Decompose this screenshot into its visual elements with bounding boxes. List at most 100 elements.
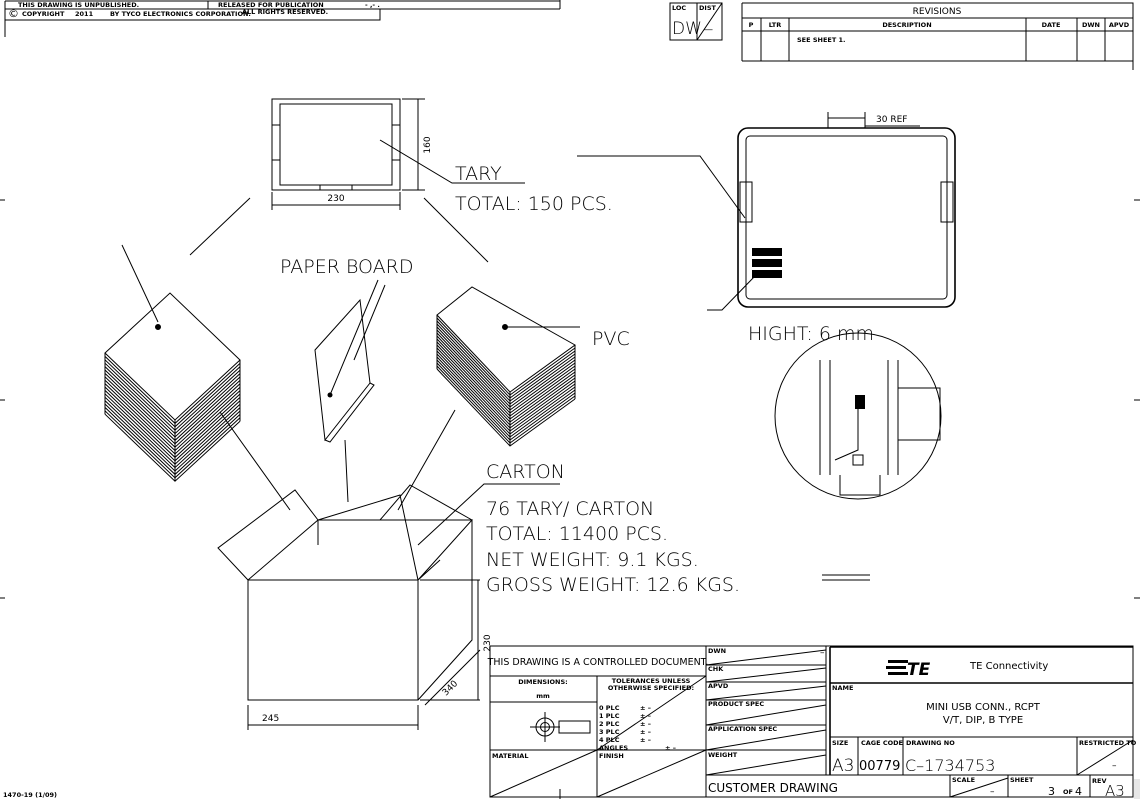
size-value: A3 <box>832 756 854 776</box>
tolerance-value: ± – <box>640 720 651 728</box>
dimensions-unit: mm <box>536 692 550 700</box>
scale-value: – <box>990 787 995 797</box>
te-logo-text: TE <box>907 660 931 680</box>
company-name: TE Connectivity <box>969 661 1048 672</box>
controlled-doc: THIS DRAWING IS A CONTROLLED DOCUMENT. <box>487 657 709 668</box>
copyright-symbol: © <box>8 7 19 20</box>
col-apvd: APVD <box>1109 21 1130 29</box>
tolerances-label-2: OTHERWISE SPECIFIED: <box>608 684 694 692</box>
copyright-year: 2011 <box>75 10 94 18</box>
dwn-label: DWN <box>708 647 726 655</box>
tray-width-dim: 230 <box>327 194 344 204</box>
unpublished-text: THIS DRAWING IS UNPUBLISHED. <box>18 1 139 9</box>
left-stack <box>104 292 241 482</box>
restricted-value: – <box>1112 761 1117 771</box>
copyright-text: COPYRIGHT <box>22 10 65 18</box>
stack-layers <box>436 286 576 447</box>
material-label: MATERIAL <box>492 752 528 760</box>
cage-value: 00779 <box>859 759 900 774</box>
carton-label: CARTON <box>486 461 565 483</box>
tolerance-rows: 0 PLC ± – 1 PLC ± – 2 PLC ± – 3 PLC ± – 4 PLC ± – <box>599 704 651 744</box>
box-height-dim: 230 <box>483 634 493 651</box>
application-spec-label: APPLICATION SPEC <box>708 725 777 733</box>
tray-top-view: 230 160 TARY TOTAL: 150 PCS. <box>271 98 613 215</box>
col-ltr: LTR <box>769 21 782 29</box>
pvc-label: PVC <box>592 328 630 350</box>
angles-label: ANGLES <box>599 744 628 752</box>
paper-board: PAPER BOARD <box>280 256 414 443</box>
tolerance-label: 0 PLC <box>599 704 620 712</box>
col-dwn: DWN <box>1082 21 1100 29</box>
tolerance-label: 4 PLC <box>599 736 620 744</box>
form-number: 1470-19 (1/09) <box>3 791 57 799</box>
dimensions-label: DIMENSIONS: <box>518 678 568 686</box>
col-p: P <box>749 21 754 29</box>
scroll-corner <box>1134 779 1140 799</box>
rev-value: A3 <box>1105 782 1125 799</box>
stack-layers <box>104 292 241 482</box>
revision-description: SEE SHEET 1. <box>797 36 846 44</box>
tray-total: TOTAL: 150 PCS. <box>455 193 613 215</box>
revisions-title: REVISIONS <box>913 7 962 17</box>
te-logo: TE <box>886 660 931 680</box>
sheet-of: OF <box>1063 788 1073 796</box>
restricted-label: RESTRICTED TO <box>1079 739 1137 747</box>
loc-value: DW <box>672 19 702 39</box>
release-date: - ,- . <box>365 1 380 9</box>
part-name-line1: MINI USB CONN., RCPT <box>926 702 1041 713</box>
tolerance-label: 1 PLC <box>599 712 620 720</box>
weight-label: WEIGHT <box>708 751 738 759</box>
part-name-line2: V/T, DIP, B TYPE <box>943 715 1023 726</box>
box-width-dim: 245 <box>262 714 279 724</box>
tolerance-label: 2 PLC <box>599 720 620 728</box>
name-label: NAME <box>832 684 853 692</box>
title-block: THIS DRAWING IS A CONTROLLED DOCUMENT. D… <box>487 645 1137 799</box>
tray-height-dim: 160 <box>423 136 433 153</box>
rights-text: ALL RIGHTS RESERVED. <box>242 8 328 16</box>
sheet-total: 4 <box>1075 785 1082 798</box>
copyright-company: BY TYCO ELECTRONICS CORPORATION. <box>110 10 251 18</box>
drawing-no-value: C–1734753 <box>905 756 995 775</box>
tolerance-label: 3 PLC <box>599 728 620 736</box>
projection-symbol <box>530 712 591 742</box>
tolerance-value: ± – <box>640 704 651 712</box>
net-weight: NET WEIGHT: 9.1 KGS. <box>486 549 699 571</box>
col-description: DESCRIPTION <box>882 21 931 29</box>
tolerance-value: ± – <box>640 728 651 736</box>
released-text: RELEASED FOR PUBLICATION <box>218 1 324 9</box>
tray-label: TARY <box>455 163 502 185</box>
tolerances-label-1: TOLERANCES UNLESS <box>612 677 691 685</box>
scale-label: SCALE <box>952 776 975 784</box>
chk-label: CHK <box>708 665 724 673</box>
arrows: PVC <box>121 197 630 511</box>
finish-label: FINISH <box>599 752 624 760</box>
tolerance-value: ± – <box>640 712 651 720</box>
height-label: HIGHT: 6 mm <box>748 323 874 345</box>
size-label: SIZE <box>832 739 848 747</box>
circle-detail <box>774 332 942 581</box>
dwn-value: – <box>820 648 825 658</box>
dist-value: — <box>704 25 713 35</box>
tolerance-value: ± – <box>640 736 651 744</box>
right-stack <box>436 286 576 447</box>
rev-label: REV <box>1092 777 1106 785</box>
angles-value: ± – <box>665 744 676 752</box>
tray-detail-view: 30 REF HIGHT: 6 mm <box>577 112 956 345</box>
paper-board-label: PAPER BOARD <box>280 256 414 278</box>
box-depth-dim: 340 <box>441 679 460 698</box>
apvd-label: APVD <box>708 682 729 690</box>
revisions-table: REVISIONS P LTR DESCRIPTION DATE DWN APV… <box>741 2 1134 70</box>
cage-label: CAGE CODE <box>861 739 903 747</box>
col-date: DATE <box>1042 21 1061 29</box>
carton-box: 230 340 245 CARTON 76 TARY/ CARTON TOTAL… <box>217 461 740 730</box>
product-spec-label: PRODUCT SPEC <box>708 700 764 708</box>
header-block: THIS DRAWING IS UNPUBLISHED. RELEASED FO… <box>4 0 561 37</box>
loc-dist-block: LOC DW DIST — <box>669 2 723 41</box>
loc-label: LOC <box>672 4 686 12</box>
dist-label: DIST <box>699 4 716 12</box>
gross-weight: GROSS WEIGHT: 12.6 KGS. <box>486 574 740 596</box>
sheet-label: SHEET <box>1010 776 1034 784</box>
sheet-number: 3 <box>1048 785 1055 798</box>
drawing-no-label: DRAWING NO <box>906 739 955 747</box>
